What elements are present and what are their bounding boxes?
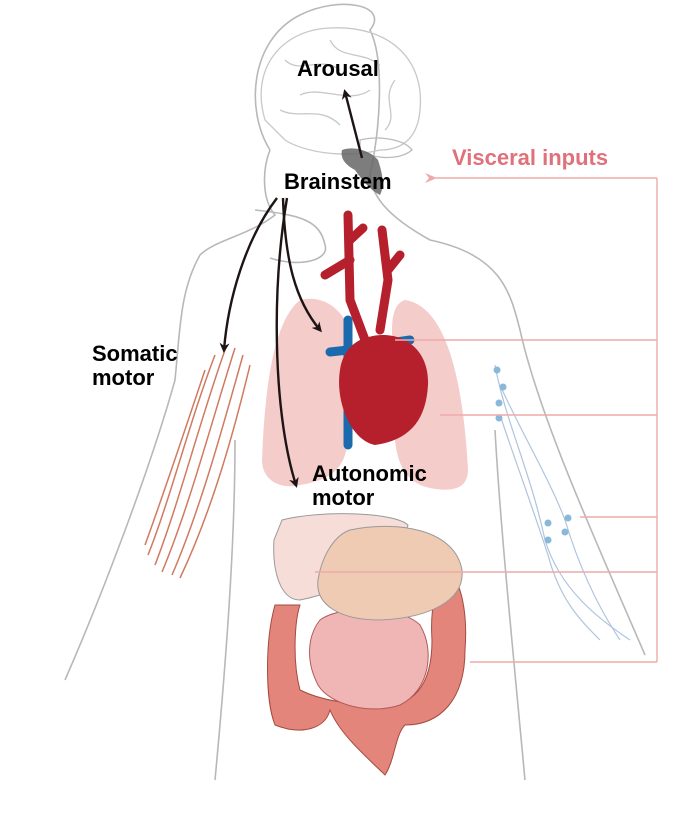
somatic-arrow (219, 197, 278, 353)
heart (339, 335, 429, 445)
stomach (317, 525, 463, 621)
brain (260, 27, 422, 159)
peripheral-nerves (494, 364, 631, 641)
small-intestine (309, 608, 429, 710)
nerve-nodes (493, 366, 572, 544)
arm-muscle (144, 347, 251, 579)
autonomic-arrow-gut (275, 197, 299, 488)
somatic-motor-label: Somatic motor (92, 341, 178, 390)
brainstem (341, 148, 383, 195)
visceral-inputs-label: Visceral inputs (452, 145, 609, 170)
arteries (320, 210, 405, 345)
motor-arrows (219, 89, 364, 488)
brainstem-label: Brainstem (284, 169, 392, 194)
autonomic-motor-label: Autonomic motor (312, 461, 427, 510)
arousal-arrow (341, 89, 364, 159)
arousal-label: Arousal (297, 56, 379, 81)
visceral-input-lines (315, 173, 658, 663)
